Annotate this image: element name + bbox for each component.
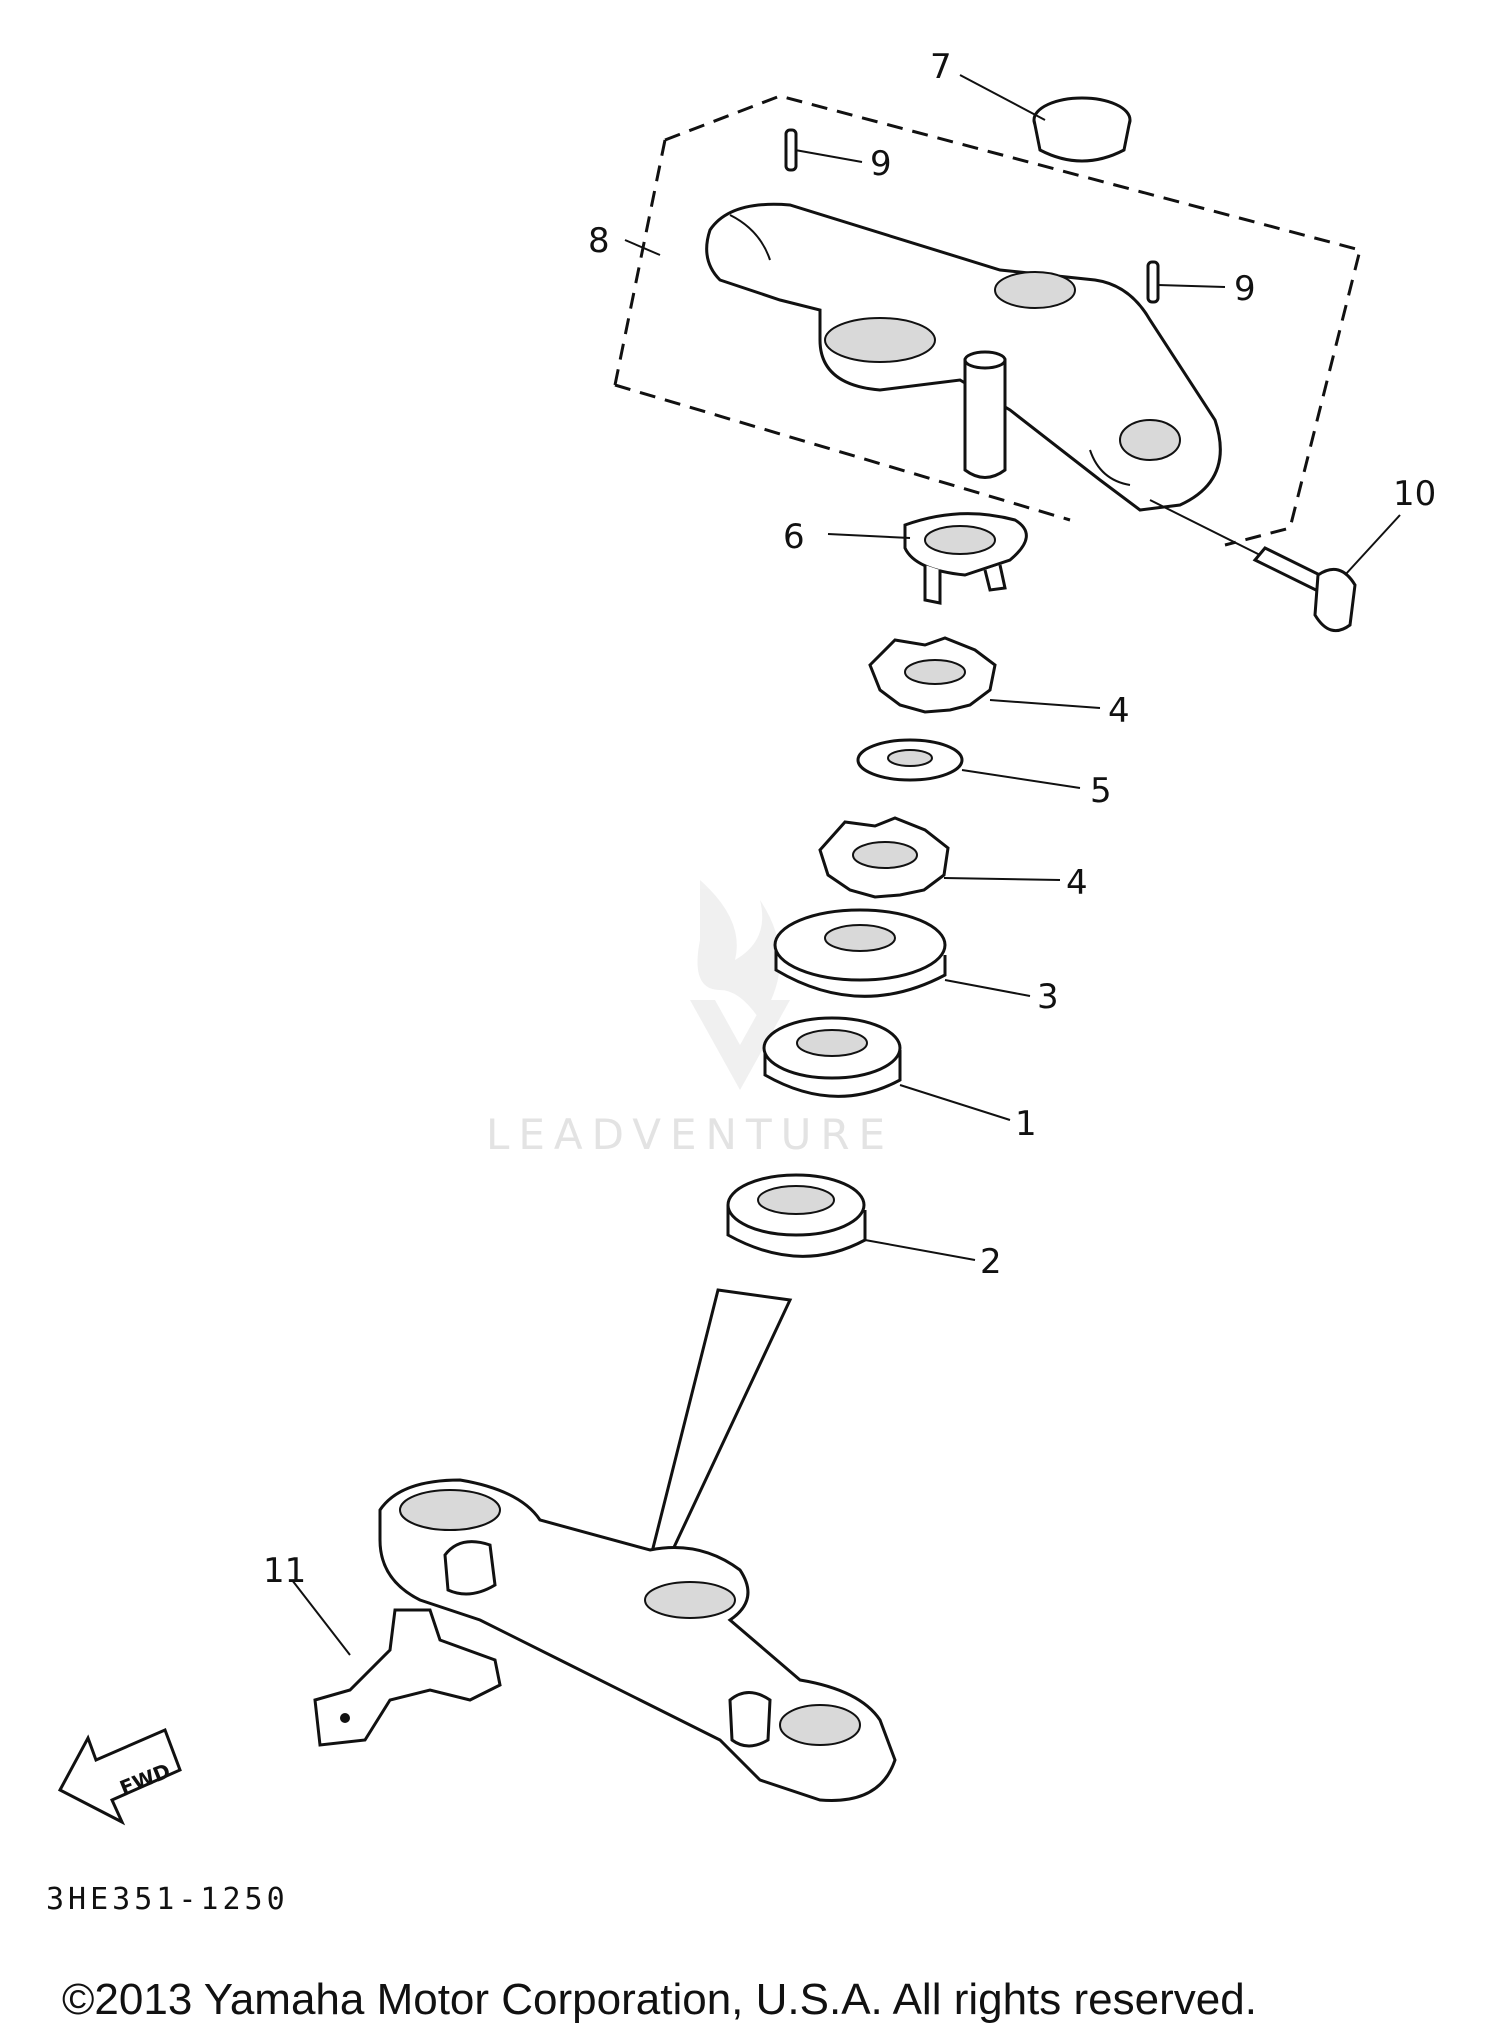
part-9-pin-left (784, 128, 798, 172)
part-1-bearing-upper (762, 1016, 902, 1098)
watermark-text: LEADVENTURE (486, 1110, 895, 1159)
part-10-bolt (1252, 546, 1357, 633)
part-5-washer (856, 738, 964, 782)
label-part-9-right: 9 (1234, 269, 1256, 309)
label-part-4-lower: 4 (1066, 863, 1088, 903)
label-part-3: 3 (1037, 977, 1059, 1017)
part-11-stay (313, 1608, 502, 1747)
part-7-cap (1032, 96, 1132, 163)
part-3-bearing-cover (773, 908, 947, 998)
label-part-1: 1 (1015, 1104, 1037, 1144)
leader-lines (291, 74, 1401, 1656)
part-8-upper-bracket (705, 202, 1222, 512)
label-part-6: 6 (783, 517, 805, 557)
watermark-logo (690, 880, 790, 1090)
part-6-lock-washer (903, 512, 1028, 605)
label-part-11: 11 (263, 1551, 306, 1591)
label-part-4-upper: 4 (1108, 691, 1130, 731)
label-part-2: 2 (980, 1242, 1002, 1282)
label-part-7: 7 (930, 47, 952, 87)
steering-stem-lower-bracket (378, 1288, 897, 1802)
forward-arrow-icon: FWD (57, 1727, 182, 1826)
label-part-10: 10 (1393, 474, 1436, 514)
copyright-notice: ©2013 Yamaha Motor Corporation, U.S.A. A… (62, 1975, 1257, 2024)
diagram-reference-code: 3HE351-1250 (46, 1882, 289, 1917)
part-9-pin-right (1146, 260, 1160, 304)
part-number-labels: 7 9 8 9 10 6 4 5 4 3 1 2 11 (263, 47, 1436, 1591)
label-part-8: 8 (588, 221, 610, 261)
part-4-ring-nut-lower (818, 816, 950, 899)
label-part-5: 5 (1090, 771, 1112, 811)
assembly-dashed-outline (613, 94, 1362, 547)
part-4-ring-nut-upper (868, 636, 997, 714)
label-part-9-left: 9 (870, 144, 892, 184)
part-2-bearing-lower (726, 1173, 867, 1258)
